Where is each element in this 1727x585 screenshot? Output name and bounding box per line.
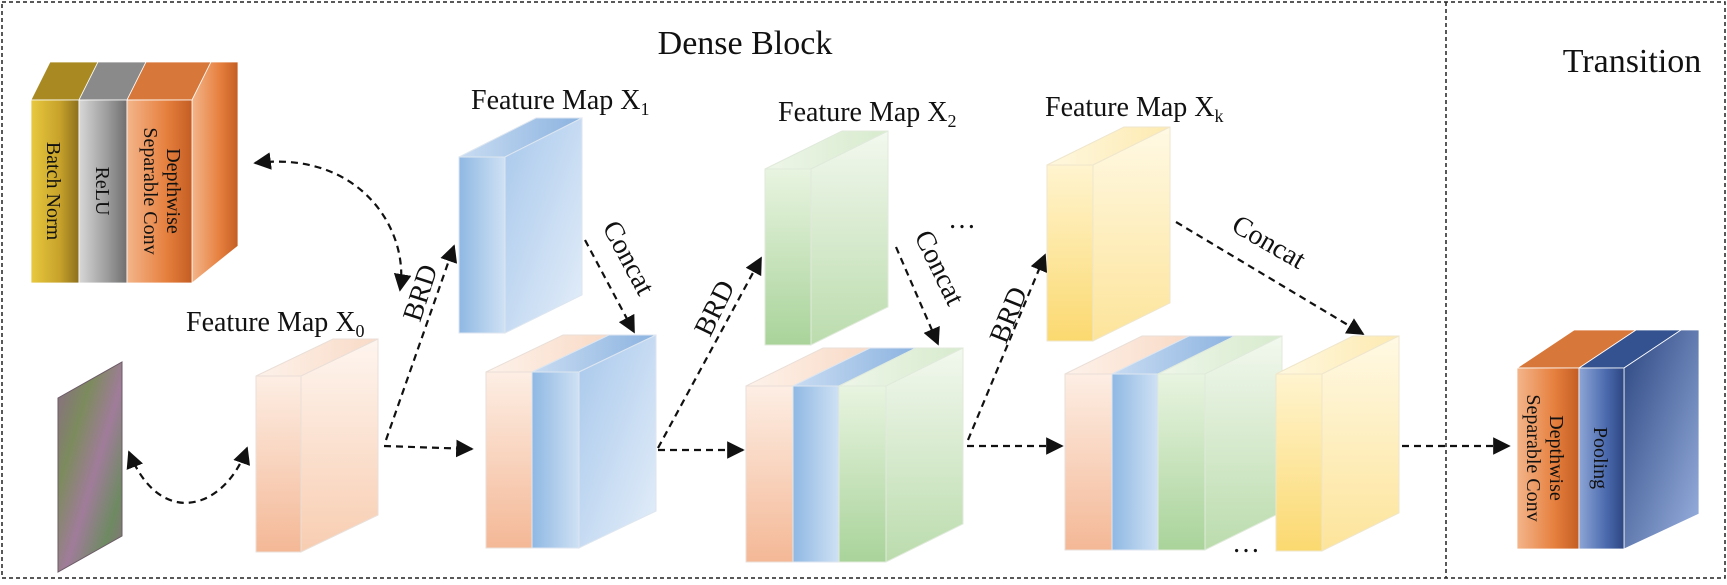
feature-map-xk-label: Feature Map Xk <box>1045 92 1224 126</box>
conv-label-line1: Depthwise <box>162 148 184 234</box>
concat-block-2 <box>745 347 964 563</box>
conv-layer <box>126 99 193 284</box>
transition-pooling-label: Pooling <box>1589 427 1611 489</box>
legend-to-brd-arrow <box>253 152 412 292</box>
feature-map-x0 <box>255 338 379 553</box>
relu-label: ReLU <box>91 167 113 216</box>
transition-pooling-layer <box>1578 367 1625 550</box>
brd-label-1: BRD <box>397 261 444 325</box>
x0-to-concat1-arrow <box>383 439 474 458</box>
transition-conv-label-line1: Depthwise <box>1545 415 1567 501</box>
concat-label-1: Concat <box>596 216 661 301</box>
ellipsis-bottom: … <box>1232 528 1260 559</box>
brd-label-3: BRD <box>984 283 1034 348</box>
brd-arrow-2 <box>657 256 762 449</box>
batch-norm-layer <box>30 99 80 284</box>
concat-arrow-1 <box>584 239 635 334</box>
transition-conv-label-line2: Separable Conv <box>1522 394 1544 521</box>
feature-map-x0-label: Feature Map X0 <box>186 307 365 341</box>
brd-arrow-1 <box>384 244 458 441</box>
feature-map-x2 <box>764 130 889 346</box>
concat-block-3-yellow <box>1275 335 1400 552</box>
batch-norm-label: Batch Norm <box>42 142 64 241</box>
conv-layer-side <box>191 61 239 284</box>
concat-block-3 <box>1064 335 1283 551</box>
arrows <box>126 152 1511 504</box>
feature-map-x2-label: Feature Map X2 <box>778 97 957 131</box>
ellipsis-top: … <box>948 204 976 235</box>
transition-title: Transition <box>1563 43 1702 80</box>
concat-arrow-3 <box>1175 221 1365 335</box>
brd-arrow-3 <box>966 253 1048 441</box>
input-image <box>57 361 123 573</box>
concat-label-3: Concat <box>1227 209 1311 276</box>
layer-legend-stack: Batch Norm ReLU Depthwise Separable Conv <box>30 61 239 284</box>
concat-block-1 <box>485 334 657 549</box>
input-to-x0-arrow <box>126 446 250 504</box>
feature-map-xk <box>1046 126 1171 342</box>
concat-arrow-2 <box>894 246 940 346</box>
feature-map-x1 <box>458 117 583 334</box>
transition-block: Depthwise Separable Conv Pooling <box>1515 329 1700 550</box>
dense-block-title: Dense Block <box>658 25 833 62</box>
feature-map-x1-label: Feature Map X1 <box>471 85 650 119</box>
conv-label-line2: Separable Conv <box>139 127 161 254</box>
transition-conv-layer <box>1516 367 1580 550</box>
